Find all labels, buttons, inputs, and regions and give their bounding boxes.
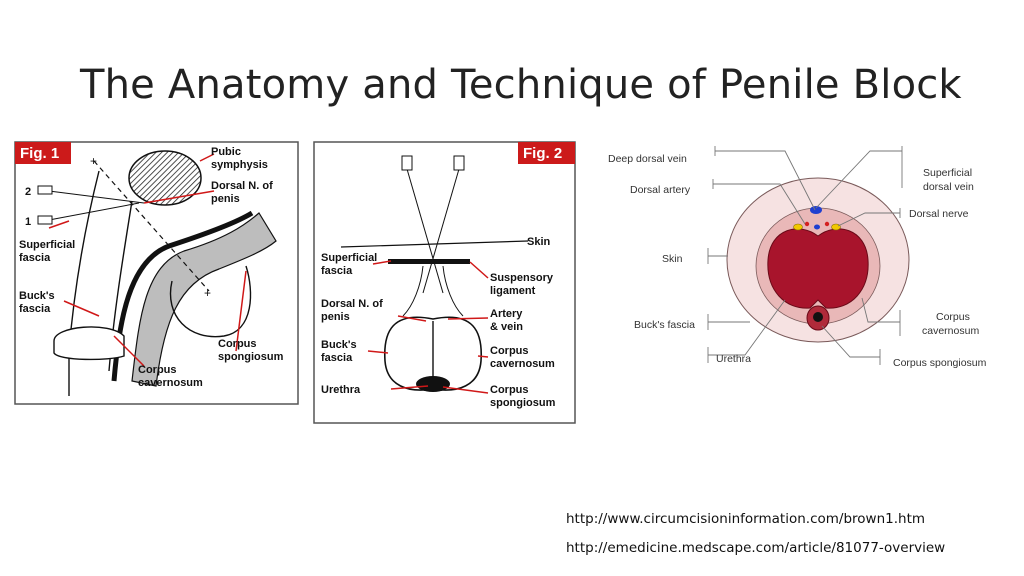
dorsal-artery-shape-right (824, 221, 830, 227)
dorsal-nerve-shape (793, 223, 803, 231)
reference-links: http://www.circumcisioninformation.com/b… (566, 508, 945, 566)
fig3-label-skin: Skin (662, 253, 683, 265)
fig3-label-superficial-2: dorsal vein (923, 181, 974, 193)
fig2-label-artery-2: & vein (490, 321, 523, 333)
fig1-label-pubic-1: Pubic (211, 146, 241, 158)
fig1-label-cavernosum-2: cavernosum (138, 377, 203, 389)
fig1-label-cavernosum-1: Corpus (138, 364, 177, 376)
svg-text:+: + (90, 154, 97, 168)
fig2-label-urethra: Urethra (321, 384, 361, 396)
corpus-spongiosum-shape (131, 212, 277, 387)
fig2-label-suspensory-2: ligament (490, 285, 536, 297)
fig2-tag-bg (518, 142, 575, 164)
reference-link-2[interactable]: http://emedicine.medscape.com/article/81… (566, 540, 946, 556)
fig2-label-dorsal-2: penis (321, 311, 350, 323)
fig3-label-dorsal-artery: Dorsal artery (630, 184, 691, 196)
pubic-symphysis-shape (128, 150, 202, 206)
figure-3-color-cross-section: Deep dorsal vein Dorsal artery Superfici… (600, 140, 1010, 380)
superficial-dorsal-vein-shape (810, 206, 822, 214)
fig2-label-superficial-1: Superficial (321, 252, 377, 264)
figure-1-lateral-view: Fig. 1 + + (14, 141, 299, 405)
fig1-label-spongiosum-1: Corpus (218, 338, 257, 350)
fig1-label-num-1: 1 (25, 216, 31, 228)
fig3-label-urethra: Urethra (716, 353, 751, 365)
fig1-label-dorsal-1: Dorsal N. of (211, 180, 273, 192)
fig1-label-bucks-2: fascia (19, 303, 51, 315)
skin-line (340, 240, 529, 248)
urethra-shape (813, 312, 823, 322)
fig2-label-skin: Skin (527, 236, 551, 248)
fig3-label-bucks-fascia: Buck's fascia (634, 319, 695, 331)
fig1-label-pubic-2: symphysis (211, 159, 268, 171)
fig2-label-superficial-2: fascia (321, 265, 353, 277)
figure-2-cross-section: Fig. 2 Skin Superficial fascia Suspensor… (313, 141, 576, 424)
corpus-spongiosum-dark (416, 376, 450, 392)
fig1-tag-bg (15, 142, 71, 164)
fig2-tag: Fig. 2 (523, 145, 562, 162)
fig3-label-dorsal-nerve: Dorsal nerve (909, 208, 969, 220)
fig2-label-suspensory-1: Suspensory (490, 272, 554, 284)
fig1-label-superficial-2: fascia (19, 252, 51, 264)
fig1-label-bucks-1: Buck's (19, 290, 55, 302)
fig2-label-spongiosum-2: spongiosum (490, 397, 556, 409)
fig2-label-bucks-2: fascia (321, 352, 353, 364)
fig1-label-num-2: 2 (25, 186, 31, 198)
slide-title: The Anatomy and Technique of Penile Bloc… (80, 62, 962, 108)
dorsal-artery-shape (804, 221, 810, 227)
fig2-label-bucks-1: Buck's (321, 339, 357, 351)
fig2-label-spongiosum-1: Corpus (490, 384, 529, 396)
fig3-label-cavernosum-1: Corpus (936, 311, 970, 323)
fig3-label-cavernosum-2: cavernosum (922, 325, 979, 337)
reference-link-1[interactable]: http://www.circumcisioninformation.com/b… (566, 511, 926, 527)
svg-text:+: + (204, 286, 211, 300)
fig2-label-cavernosum-1: Corpus (490, 345, 529, 357)
superficial-fascia-bar (388, 259, 470, 264)
fig3-label-spongiosum: Corpus spongiosum (893, 357, 987, 369)
deep-dorsal-vein-shape (814, 224, 820, 230)
fig1-label-dorsal-2: penis (211, 193, 240, 205)
fig1-tag: Fig. 1 (20, 145, 59, 162)
fig2-label-dorsal-1: Dorsal N. of (321, 298, 383, 310)
fig1-label-superficial-1: Superficial (19, 239, 75, 251)
fig2-label-artery-1: Artery (490, 308, 523, 320)
dorsal-nerve-shape-right (831, 223, 841, 231)
fig2-label-cavernosum-2: cavernosum (490, 358, 555, 370)
fig3-label-deep-dorsal-vein: Deep dorsal vein (608, 153, 687, 165)
fig3-label-superficial-1: Superficial (923, 167, 972, 179)
corpus-cavernosum-shape (767, 228, 869, 309)
fig1-label-spongiosum-2: spongiosum (218, 351, 284, 363)
